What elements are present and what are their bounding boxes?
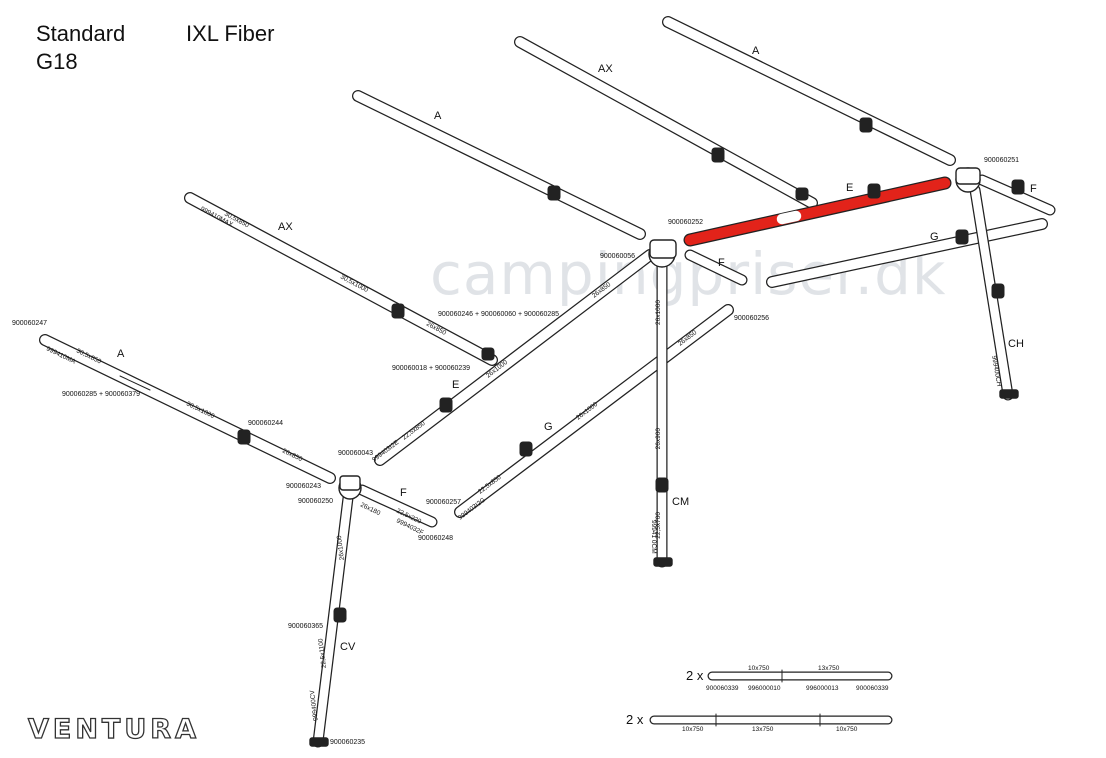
label-CV: CV	[340, 641, 356, 653]
dim-cv-1: 26x1000	[336, 535, 346, 561]
acc-pn-2: 996000010	[748, 685, 781, 692]
label-A-front: A	[117, 348, 125, 360]
clamp-15	[795, 187, 809, 201]
clamp-1	[237, 429, 251, 445]
pole-E-rear-highlight	[683, 176, 952, 247]
code-cv: 999400CV	[309, 689, 320, 721]
pn-248: 900060248	[418, 535, 453, 542]
pn-250: 900060250	[298, 498, 333, 505]
pole-A-middle	[352, 90, 646, 240]
pn-252: 900060252	[668, 219, 703, 226]
pn-257: 900060257	[426, 499, 461, 506]
acc-pn-3: 996000013	[806, 685, 839, 692]
clamp-10	[333, 607, 347, 623]
label-E-front: E	[452, 379, 459, 391]
acc-dim-4: 13x750	[752, 726, 774, 733]
code-cm: 99941 0CM	[650, 520, 657, 554]
clamp-8	[867, 183, 881, 199]
dim-cv-2: 22,5x1100	[317, 638, 328, 669]
pole-G-middle	[454, 304, 734, 518]
dim-f-1: 26x180	[359, 502, 382, 518]
joint-middle	[648, 239, 677, 268]
label-G-rear: G	[930, 231, 939, 243]
pn-243: 900060243	[286, 483, 321, 490]
pn-365: 900060365	[288, 623, 323, 630]
pole-AX-1	[184, 192, 498, 366]
label-F-middle: F	[718, 257, 725, 269]
clamp-12	[991, 283, 1005, 299]
label-A-middle: A	[434, 110, 442, 122]
clamp-5	[859, 117, 873, 133]
accessory-pole-1	[707, 669, 893, 683]
acc-pn-1: 900060339	[706, 685, 739, 692]
feet	[309, 389, 1019, 747]
pole-F-middle	[684, 249, 748, 286]
pn-235: 900060235	[330, 739, 365, 746]
dim-cm-1: 26x1000	[655, 300, 662, 325]
label-AX-1: AX	[278, 221, 293, 233]
pn-043: 900060043	[338, 450, 373, 457]
clamp-7	[519, 441, 533, 457]
clamp-6	[439, 397, 453, 413]
clamp-14	[481, 347, 495, 361]
label-F-front: F	[400, 487, 407, 499]
dim-cm-3: 22,5x700	[655, 512, 662, 539]
clamp-9	[955, 229, 969, 245]
acc-dim-2: 13x750	[818, 665, 840, 672]
label-CH: CH	[1008, 338, 1024, 350]
header-model: G18	[36, 49, 78, 74]
label-CM: CM	[672, 496, 689, 508]
label-AX-2: AX	[598, 63, 613, 75]
clamp-13	[1011, 179, 1025, 195]
accessory-pole-2	[649, 713, 893, 727]
acc-dim-3: 10x750	[682, 726, 704, 733]
label-F-rear: F	[1030, 183, 1037, 195]
pn-256: 900060256	[734, 315, 769, 322]
joint-rear	[955, 167, 981, 193]
pn-251: 900060251	[984, 157, 1019, 164]
pn-247: 900060247	[12, 320, 47, 327]
header-material: IXL Fiber	[186, 21, 275, 46]
pn-246: 900060246 + 900060060 + 900060285	[438, 311, 559, 318]
pn-285-379: 900060285 + 900060379	[62, 391, 140, 398]
header-standard: Standard	[36, 21, 126, 46]
pn-244: 900060244	[248, 420, 283, 427]
pole-F-front	[356, 484, 438, 528]
label-G-middle: G	[544, 421, 553, 433]
pole-E-front	[374, 249, 656, 466]
pole-A-front	[39, 334, 336, 484]
clamp-3	[547, 185, 561, 201]
pole-AX-2	[514, 36, 818, 209]
joint-front	[338, 475, 362, 500]
acc-dim-1: 10x750	[748, 665, 770, 672]
clamp-11	[655, 477, 669, 493]
ventura-logo: VENTURA	[27, 713, 200, 745]
pn-018-239: 900060018 + 900060239	[392, 365, 470, 372]
qty-2: 2 x	[626, 712, 644, 727]
pole-A-back	[662, 16, 956, 166]
acc-dim-5: 10x750	[836, 726, 858, 733]
qty-1: 2 x	[686, 668, 704, 683]
acc-pn-4: 900060339	[856, 685, 889, 692]
pole-G-rear	[766, 218, 1048, 288]
pole-F-rear	[976, 174, 1056, 216]
label-A-back: A	[752, 45, 760, 57]
pn-056: 900060056	[600, 253, 635, 260]
clamp-2	[391, 303, 405, 319]
dim-cm-2: 26x900	[655, 428, 662, 450]
leg-CV	[312, 492, 354, 748]
clamp-4	[711, 147, 725, 163]
label-E-rear: E	[846, 182, 853, 194]
